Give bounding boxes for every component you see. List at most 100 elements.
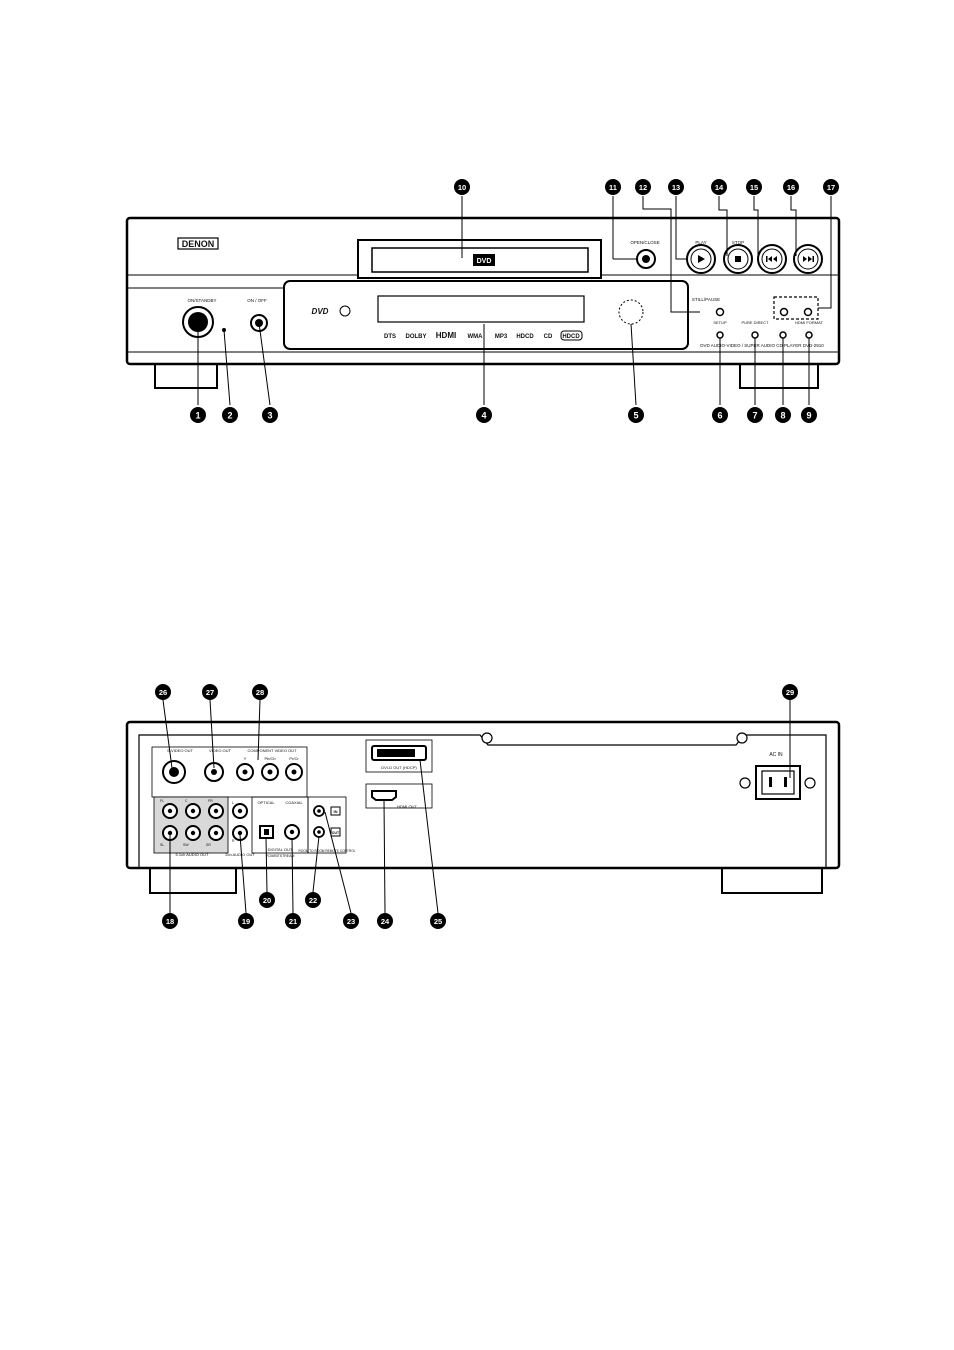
audio-2ch-label: 2ch AUDIO OUT <box>225 852 255 857</box>
ac-in-label: AC IN <box>769 752 783 758</box>
sr-label: SR <box>206 843 211 847</box>
callout-28-number: 28 <box>256 688 264 697</box>
callout-9-number: 9 <box>806 411 811 421</box>
remote-in-label: IN <box>334 809 338 814</box>
callout-7-number: 7 <box>752 411 757 421</box>
callouts: 1 2 3 4 5 6 7 8 9 10 11 12 13 14 15 16 1… <box>155 179 839 929</box>
brand-logo: DENON <box>182 239 215 249</box>
pb-label: Pb/Cb <box>264 756 276 761</box>
c-label: C <box>185 799 188 803</box>
hdmi-format-label: HDMI FORMAT <box>795 320 823 325</box>
callout-14: 14 <box>711 179 727 195</box>
remote-sensor <box>618 299 644 325</box>
model-caption: DVD AUDIO-VIDEO / SUPER AUDIO CD PLAYER … <box>700 343 824 348</box>
front-panel: DENON DVD DVD DTS DOLBY HDMI WMA MP3 HDC… <box>125 196 841 406</box>
setup-button[interactable] <box>716 331 724 339</box>
callout-2: 2 <box>222 407 238 423</box>
callout-23: 23 <box>343 913 359 929</box>
callout-24-number: 24 <box>381 917 390 926</box>
callout-1-number: 1 <box>195 411 200 421</box>
callout-20: 20 <box>259 892 275 908</box>
callout-13: 13 <box>668 179 684 195</box>
callout-8-number: 8 <box>780 411 785 421</box>
callout-12: 12 <box>635 179 651 195</box>
rear-panel: S-VIDEO OUT VIDEO OUT COMPONENT VIDEO OU… <box>125 699 841 914</box>
logo-dts: DTS <box>384 334 396 340</box>
rear-leader-lines <box>162 699 791 914</box>
tray-dvd-logo <box>473 254 495 266</box>
play-icon <box>698 255 705 263</box>
search-forward-button[interactable] <box>803 307 813 317</box>
skip-back-icon <box>766 256 777 262</box>
callout-15: 15 <box>746 179 762 195</box>
callout-25-number: 25 <box>434 917 442 926</box>
callout-11: 11 <box>605 179 621 195</box>
stop-label: STOP <box>732 240 744 245</box>
hdmi-out-jack[interactable] <box>371 790 397 801</box>
hdmi-label: HDMI OUT <box>397 804 417 809</box>
rear-screw-right <box>736 732 748 744</box>
callout-22: 22 <box>305 892 321 908</box>
callout-3: 3 <box>262 407 278 423</box>
callout-4: 4 <box>476 407 492 423</box>
r-label: R <box>232 839 235 843</box>
pure-direct-label: PURE DIRECT <box>741 320 769 325</box>
callout-16-number: 16 <box>787 183 795 192</box>
display-screen <box>377 295 585 323</box>
callout-11-number: 11 <box>609 183 617 192</box>
sw-label: SW <box>183 843 189 847</box>
rear-right-foot <box>721 866 823 894</box>
open-close-label: OPEN/CLOSE <box>630 240 659 245</box>
tray-dvd-logo-text: DVD <box>477 258 492 265</box>
still-pause-label: STILL/PAUSE <box>692 297 720 302</box>
still-pause-button[interactable] <box>715 307 725 317</box>
callout-14-number: 14 <box>715 183 724 192</box>
pr-label: Pr/Cr <box>289 756 299 761</box>
front-right-foot <box>739 361 819 389</box>
callout-6: 6 <box>712 407 728 423</box>
callout-25: 25 <box>430 913 446 929</box>
callout-2-number: 2 <box>227 411 232 421</box>
callout-27-number: 27 <box>206 688 214 697</box>
callout-5-number: 5 <box>633 411 638 421</box>
play-label: PLAY <box>695 240 706 245</box>
callout-21-number: 21 <box>289 917 297 926</box>
callout-17: 17 <box>823 179 839 195</box>
search-back-button[interactable] <box>779 307 789 317</box>
fl-label: FL <box>160 799 164 803</box>
digital-out-label: DIGITAL OUT <box>268 847 293 852</box>
select-button[interactable] <box>779 331 787 339</box>
optical-label: OPTICAL <box>257 800 275 805</box>
fr-label: FR <box>208 799 213 803</box>
callout-6-number: 6 <box>717 411 722 421</box>
sl-label: SL <box>160 843 164 847</box>
callout-8: 8 <box>775 407 791 423</box>
callout-7: 7 <box>747 407 763 423</box>
callout-1: 1 <box>190 407 206 423</box>
video-out-label: VIDEO OUT <box>209 748 232 753</box>
callout-20-number: 20 <box>263 896 271 905</box>
eject-icon <box>642 255 650 263</box>
sacd-icon <box>339 305 351 317</box>
pure-direct-button[interactable] <box>751 331 759 339</box>
logo-hdmi: HDMI <box>436 331 456 340</box>
rear-screw-left <box>481 732 493 744</box>
component-label: COMPONENT VIDEO OUT <box>247 748 297 753</box>
callout-9: 9 <box>801 407 817 423</box>
logo-dvd: DVD <box>312 307 329 316</box>
callout-5: 5 <box>628 407 644 423</box>
logo-hdcd-box: HDCD <box>562 334 580 340</box>
callout-10-number: 10 <box>458 183 466 192</box>
callout-18-number: 18 <box>166 917 174 926</box>
hdmi-format-button[interactable] <box>805 331 813 339</box>
audio-51-label: 5.1ch AUDIO OUT <box>176 852 209 857</box>
callout-28: 28 <box>252 684 268 700</box>
callout-29: 29 <box>782 684 798 700</box>
callout-27: 27 <box>202 684 218 700</box>
stop-icon <box>735 256 741 262</box>
skip-forward-icon <box>803 256 814 262</box>
logo-hdcd: HDCD <box>516 334 534 340</box>
callout-10: 10 <box>454 179 470 195</box>
on-off-label: ON / OFF <box>247 298 267 303</box>
